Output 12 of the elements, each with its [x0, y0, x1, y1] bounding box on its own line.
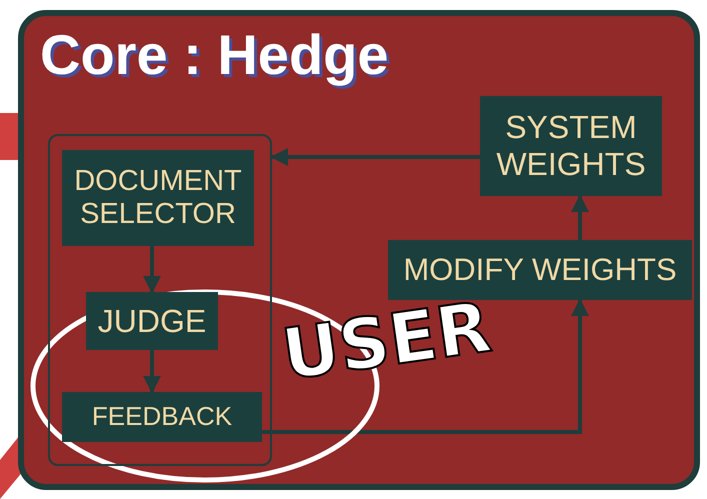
arrow — [262, 298, 589, 434]
arrow — [571, 194, 589, 240]
process-box: SYSTEM WEIGHTS — [480, 96, 662, 196]
arrow — [143, 350, 161, 394]
arrow — [143, 246, 161, 294]
process-box: DOCUMENT SELECTOR — [62, 150, 254, 246]
arrow — [270, 148, 480, 166]
process-box: FEEDBACK — [62, 392, 262, 442]
process-box: JUDGE — [86, 292, 218, 350]
process-box: MODIFY WEIGHTS — [388, 240, 692, 300]
group-frame — [48, 134, 272, 466]
title: Core : Hedge — [40, 22, 388, 87]
